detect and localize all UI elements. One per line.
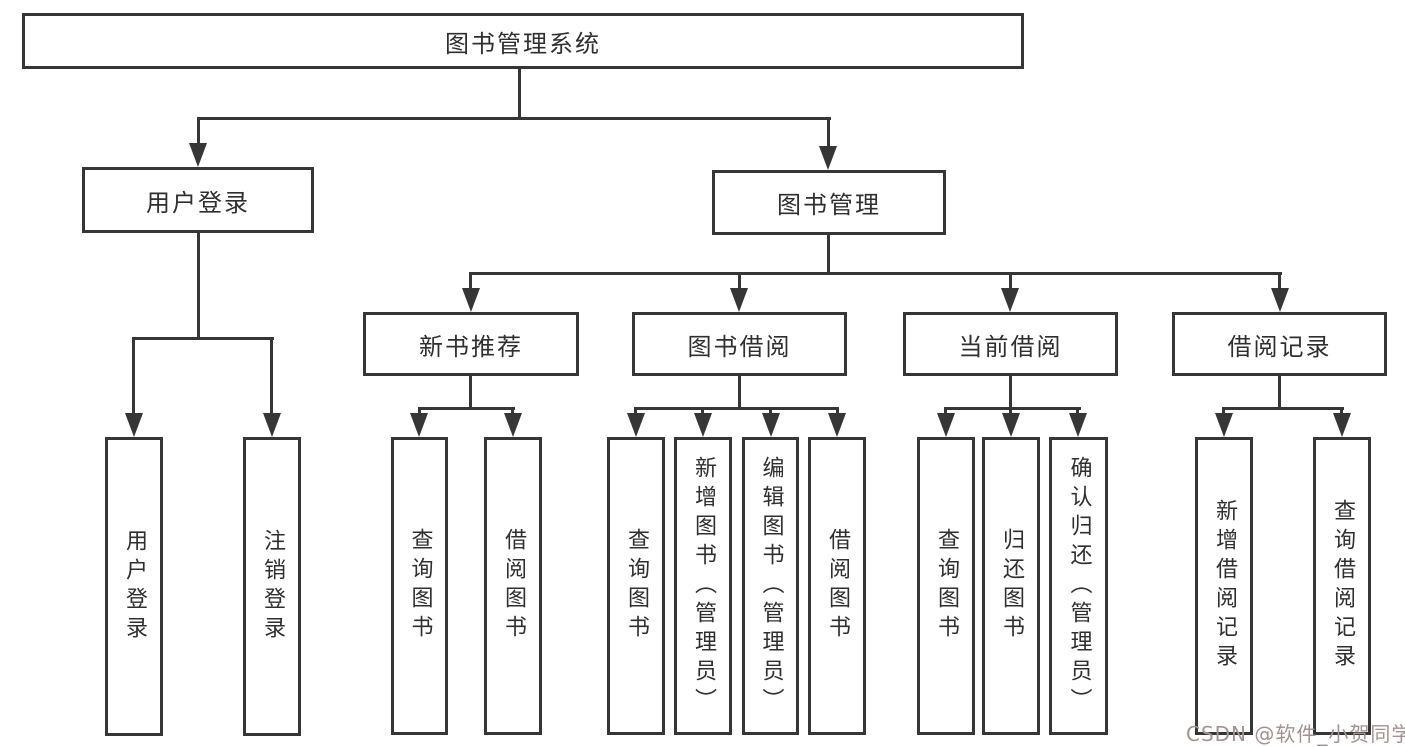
arrow-down-icon [263, 413, 281, 437]
leaf-label: 新增图书（管理员） [691, 455, 716, 717]
leaf-label: 用户登录 [122, 528, 147, 645]
arrow-down-icon [1215, 413, 1233, 437]
leaf-query-books-recommend: 查询图书 [391, 437, 448, 735]
leaf-borrow-books-recommend: 借阅图书 [484, 437, 542, 735]
leaf-label: 查询图书 [624, 528, 649, 644]
connector-stem-new-book [469, 272, 472, 292]
connector-stem-leaf [836, 407, 839, 417]
arrow-down-icon [504, 413, 522, 437]
node-label: 新书推荐 [419, 332, 523, 361]
connector-level2-branch [197, 117, 831, 120]
leaf-add-books-admin: 新增图书（管理员） [674, 437, 732, 735]
leaf-label: 查询图书 [407, 528, 433, 644]
leaf-label: 编辑图书（管理员） [758, 455, 784, 717]
node-label: 图书管理 [777, 191, 881, 219]
node-library-system: 图书管理系统 [22, 13, 1024, 69]
node-book-borrowing: 图书借阅 [632, 312, 847, 376]
connector-stem-leaf [1009, 407, 1012, 417]
leaf-logout: 注销登录 [243, 437, 301, 736]
arrow-down-icon [1333, 413, 1351, 437]
connector-user-login-stub [197, 233, 200, 337]
arrow-down-icon [1069, 413, 1087, 437]
connector-book-mgmt-stub [827, 235, 830, 272]
leaf-query-borrow-record: 查询借阅记录 [1313, 437, 1371, 735]
arrow-down-icon [125, 413, 143, 437]
node-label: 借阅记录 [1227, 332, 1332, 361]
arrow-down-icon [762, 413, 780, 437]
connector-stem-book-mgmt [827, 117, 830, 149]
connector-user-login-branch [132, 337, 274, 340]
connector-stem-leaf [1340, 407, 1343, 417]
leaf-query-books-current: 查询图书 [917, 437, 975, 735]
node-label: 用户登录 [146, 188, 250, 217]
connector-stem-leaf [634, 407, 637, 417]
node-new-book-recommend: 新书推荐 [363, 312, 579, 376]
node-book-management: 图书管理 [712, 170, 946, 235]
arrow-down-icon [1002, 413, 1020, 437]
leaf-label: 归还图书 [999, 528, 1024, 644]
leaf-query-books-borrowing: 查询图书 [607, 437, 665, 735]
csdn-watermark: CSDN @软件_小贺同学 [1186, 722, 1405, 746]
node-label: 图书借阅 [687, 332, 792, 361]
node-borrowing-records: 借阅记录 [1172, 312, 1387, 376]
node-label: 图书管理系统 [445, 29, 601, 58]
connector-stem-current-borrow [1009, 272, 1012, 292]
leaf-edit-books-admin: 编辑图书（管理员） [742, 437, 799, 735]
connector-stem-leaf [1076, 407, 1079, 417]
arrow-down-icon [1271, 288, 1289, 312]
leaf-label: 借阅图书 [825, 528, 850, 644]
node-label: 当前借阅 [958, 332, 1063, 361]
arrow-down-icon [189, 143, 207, 167]
connector-book-borrow-stub [738, 376, 741, 407]
connector-borrow-records-branch [1222, 407, 1344, 410]
connector-stem-leaf [1222, 407, 1225, 417]
connector-stem-borrow-records [1278, 272, 1281, 292]
arrow-down-icon [730, 288, 748, 312]
leaf-user-login: 用户登录 [105, 437, 163, 736]
node-current-borrowing: 当前借阅 [903, 312, 1118, 376]
leaf-borrow-books-borrowing: 借阅图书 [808, 437, 866, 735]
connector-new-book-branch [418, 407, 515, 410]
connector-current-borrow-branch [944, 407, 1081, 410]
leaf-return-books: 归还图书 [982, 437, 1040, 735]
leaf-label: 借阅图书 [501, 528, 526, 644]
connector-stem-leaf [418, 407, 421, 417]
connector-stem-leaf [944, 407, 947, 417]
arrow-down-icon [627, 413, 645, 437]
connector-stem-book-borrow [738, 272, 741, 292]
arrow-down-icon [1001, 288, 1019, 312]
connector-stem-leaf [132, 337, 135, 417]
connector-stem-leaf [769, 407, 772, 417]
connector-root-stub [518, 69, 521, 117]
arrow-down-icon [828, 413, 846, 437]
arrow-down-icon [937, 413, 955, 437]
connector-stem-leaf [701, 407, 704, 417]
arrow-down-icon [819, 146, 837, 170]
leaf-add-borrow-record: 新增借阅记录 [1195, 437, 1253, 735]
connector-current-borrow-stub [1009, 376, 1012, 407]
connector-stem-leaf [511, 407, 514, 417]
arrow-down-icon [694, 413, 712, 437]
node-user-login: 用户登录 [82, 167, 314, 233]
leaf-label: 查询借阅记录 [1330, 499, 1355, 673]
connector-new-book-stub [469, 376, 472, 407]
leaf-label: 确认归还（管理员） [1066, 455, 1092, 717]
arrow-down-icon [462, 288, 480, 312]
leaf-label: 查询图书 [934, 528, 959, 644]
arrow-down-icon [410, 413, 428, 437]
connector-stem-user-login [197, 117, 200, 147]
connector-level3-branch [469, 272, 1282, 275]
connector-borrow-records-stub [1278, 376, 1281, 407]
connector-book-borrow-branch [634, 407, 839, 410]
leaf-confirm-return-admin: 确认归还（管理员） [1049, 437, 1108, 735]
leaf-label: 新增借阅记录 [1212, 499, 1237, 673]
connector-stem-leaf [270, 337, 273, 417]
leaf-label: 注销登录 [260, 528, 285, 645]
